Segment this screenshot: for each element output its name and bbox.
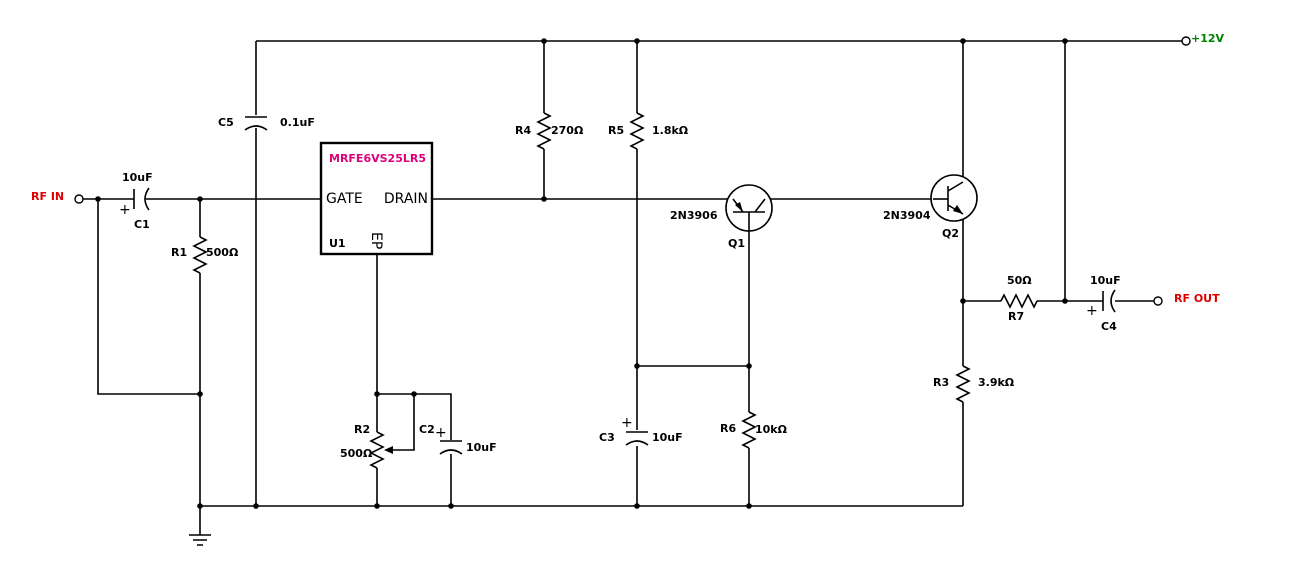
c3-ref: C3 [599,431,615,444]
capacitor-c4: 10uF C4 + [1086,274,1121,333]
transistor-q1: 2N3906 Q1 [670,184,773,250]
ic-pin-ep: EP [368,232,384,249]
c1-polarity: + [119,202,131,218]
resistor-r3: R3 3.9kΩ [933,365,1015,403]
resistor-r1: R1 500Ω [171,236,239,274]
r7-value: 50Ω [1007,274,1032,287]
r1-ref: R1 [171,246,187,259]
q2-ref: Q2 [942,227,959,240]
ic-pin-drain: DRAIN [384,191,428,207]
r3-value: 3.9kΩ [978,376,1015,389]
wires [83,40,1182,535]
q2-part: 2N3904 [883,209,931,222]
c3-polarity: + [621,415,633,431]
rf-in-label: RF IN [31,190,64,203]
c2-polarity: + [435,425,447,441]
r1-value: 500Ω [206,246,239,259]
r4-ref: R4 [515,124,531,137]
rf-out-port: RF OUT [1153,292,1220,306]
c1-value: 10uF [122,171,153,184]
r5-value: 1.8kΩ [652,124,689,137]
q1-part: 2N3906 [670,209,718,222]
r2-ref: R2 [354,423,370,436]
c5-value: 0.1uF [280,116,315,129]
c4-ref: C4 [1101,320,1117,333]
r2-value: 500Ω [340,447,373,460]
r5-ref: R5 [608,124,624,137]
q1-ref: Q1 [728,237,745,250]
ic-pin-gate: GATE [326,191,363,207]
potentiometer-r2: R2 500Ω [340,423,393,469]
r4-value: 270Ω [551,124,584,137]
resistor-r6: R6 10kΩ [720,411,788,449]
c5-ref: C5 [218,116,234,129]
r6-value: 10kΩ [755,423,788,436]
c4-polarity: + [1086,303,1098,319]
capacitor-c3: C3 10uF + [599,415,683,446]
ground-symbol [189,534,211,546]
transistor-q2: 2N3904 Q2 [883,174,978,240]
ic-u1: MRFE6VS25LR5 GATE DRAIN U1 EP [319,141,434,256]
c4-value: 10uF [1090,274,1121,287]
ic-part-number: MRFE6VS25LR5 [329,152,426,165]
c2-value: 10uF [466,441,497,454]
rf-out-label: RF OUT [1174,292,1220,305]
c2-ref: C2 [419,423,435,436]
r3-ref: R3 [933,376,949,389]
ic-ref: U1 [329,237,346,250]
r6-ref: R6 [720,422,736,435]
resistor-r7: 50Ω R7 [1000,274,1038,323]
junction-dots [95,38,1068,509]
vcc-port: +12V [1181,32,1225,46]
capacitor-c5: C5 0.1uF [218,116,315,131]
vcc-label: +12V [1191,32,1225,45]
rf-in-port: RF IN [31,190,84,204]
r7-ref: R7 [1008,310,1024,323]
c3-value: 10uF [652,431,683,444]
capacitor-c2: C2 10uF + [419,423,497,455]
c1-ref: C1 [134,218,150,231]
resistor-r4: R4 270Ω [515,112,584,150]
resistor-r5: R5 1.8kΩ [608,112,689,150]
capacitor-c1: 10uF C1 + [119,171,153,231]
